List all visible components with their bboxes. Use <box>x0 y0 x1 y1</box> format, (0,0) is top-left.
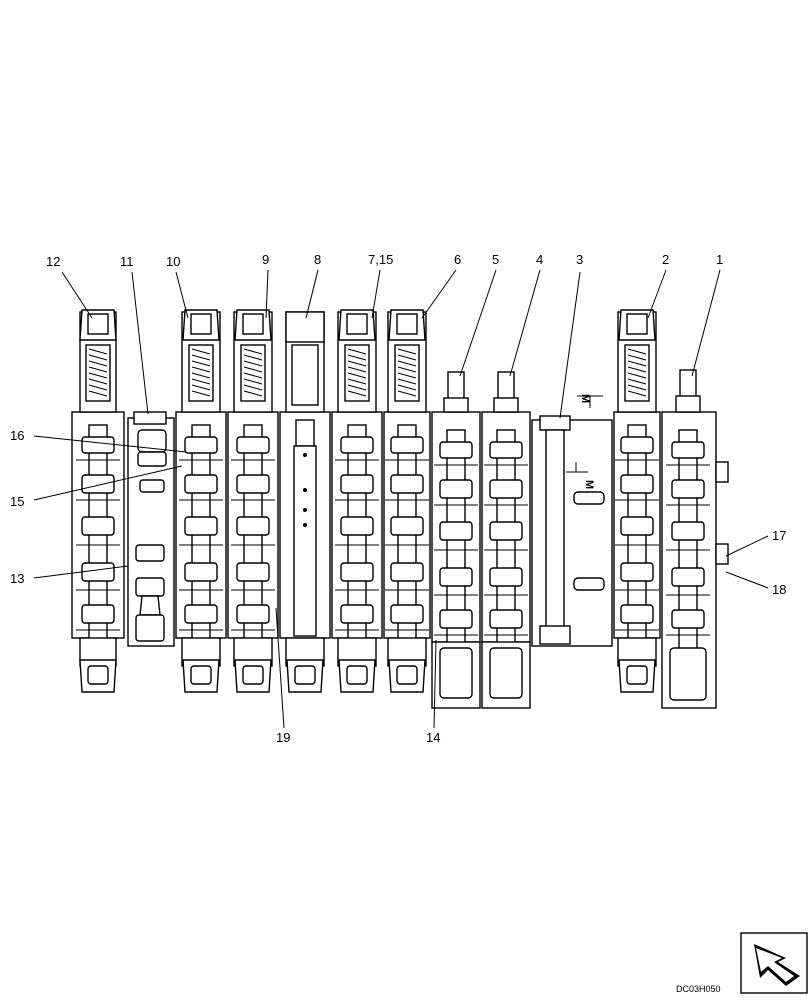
callout-7-15: 7,15 <box>368 252 393 267</box>
section-1 <box>661 369 729 709</box>
callout-10: 10 <box>166 254 180 269</box>
callout-17: 17 <box>772 528 786 543</box>
section-11 <box>127 411 175 647</box>
callout-8: 8 <box>314 252 321 267</box>
callout-11: 11 <box>120 254 134 269</box>
section-8 <box>279 311 331 693</box>
callout-13: 13 <box>10 571 24 586</box>
callout-15: 15 <box>10 494 24 509</box>
callout-18: 18 <box>772 582 786 597</box>
section-6 <box>383 309 431 693</box>
section-2 <box>613 309 661 693</box>
section-marker-top: M <box>577 394 603 408</box>
section-5 <box>431 371 481 709</box>
section-9 <box>227 309 279 693</box>
section-mark-label-top: M <box>579 394 591 403</box>
valve-sections <box>71 309 729 709</box>
callout-9: 9 <box>262 252 269 267</box>
section-marker-bottom: M <box>566 462 595 489</box>
callout-16: 16 <box>10 428 24 443</box>
callout-1: 1 <box>716 252 723 267</box>
section-10 <box>175 309 227 693</box>
callout-14: 14 <box>426 730 440 745</box>
section-7-15 <box>331 309 383 693</box>
callout-3: 3 <box>576 252 583 267</box>
callouts: 12 11 10 9 8 7,15 6 5 4 3 2 1 16 15 13 1… <box>10 252 786 745</box>
section-3 <box>531 415 613 647</box>
callout-2: 2 <box>662 252 669 267</box>
callout-19: 19 <box>276 730 290 745</box>
leader-lines <box>33 269 769 729</box>
drawing-code: DC03H050 <box>676 984 721 994</box>
section-mark-label-bottom: M <box>583 480 595 489</box>
section-4 <box>481 371 531 709</box>
callout-4: 4 <box>536 252 543 267</box>
callout-6: 6 <box>454 252 461 267</box>
callout-5: 5 <box>492 252 499 267</box>
callout-12: 12 <box>46 254 60 269</box>
section-12 <box>71 309 125 693</box>
arrow-navigation-icon <box>740 932 808 994</box>
